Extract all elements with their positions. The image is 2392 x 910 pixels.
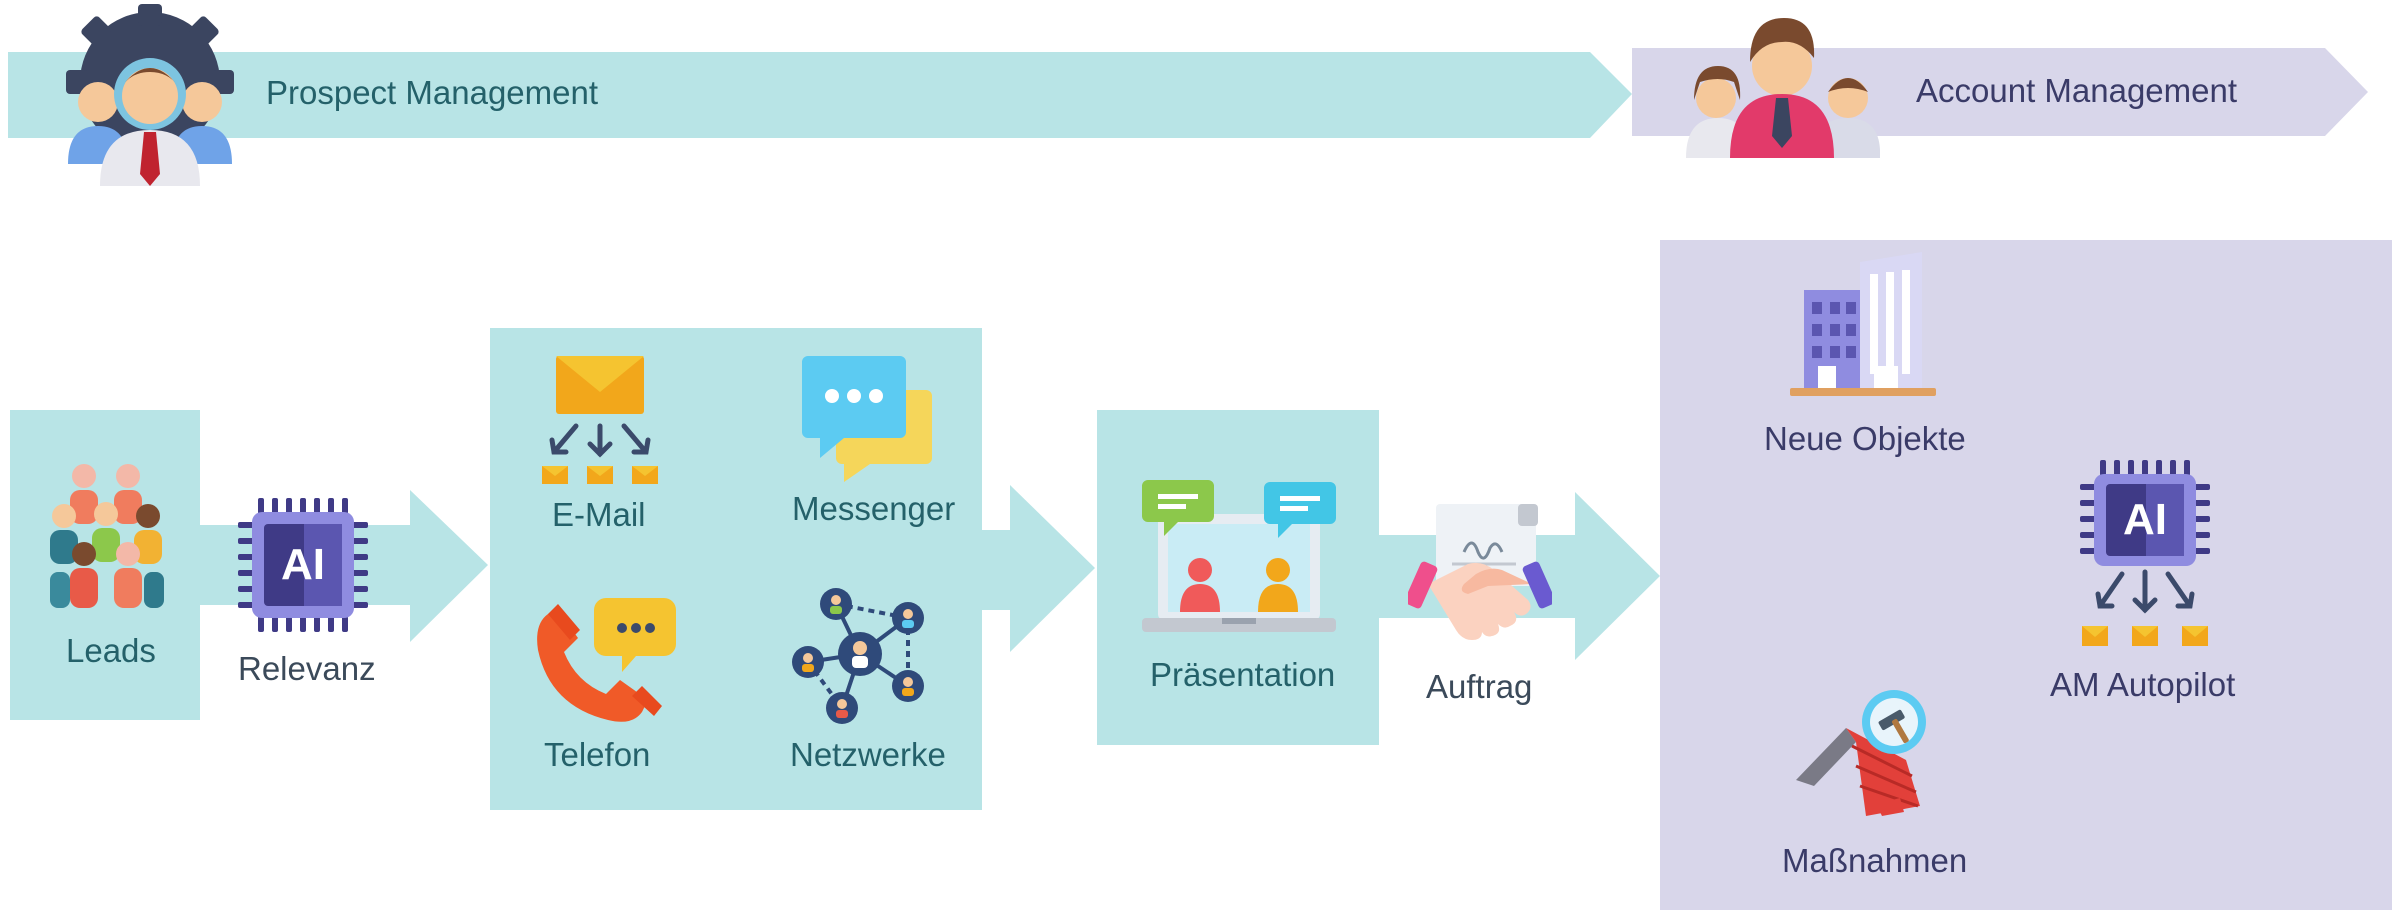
auftrag-handshake-contract-icon xyxy=(1408,504,1552,640)
account-team-icon xyxy=(1686,18,1880,158)
flow-arrow-2 xyxy=(982,485,1095,652)
neue-objekte-building-icon xyxy=(1790,252,1936,396)
massnahmen-label: Maßnahmen xyxy=(1782,842,1968,879)
netzwerke-network-icon xyxy=(792,588,924,724)
telefon-label: Telefon xyxy=(544,736,651,773)
leads-label: Leads xyxy=(66,632,156,669)
prospect-banner-label: Prospect Management xyxy=(266,74,599,111)
account-banner-label: Account Management xyxy=(1916,72,2238,109)
leads-box xyxy=(10,410,200,720)
prospect-banner-arrow xyxy=(8,52,1632,138)
messenger-label: Messenger xyxy=(792,490,956,527)
account-panel xyxy=(1660,240,2392,910)
leads-crowd-icon xyxy=(50,464,164,608)
am-autopilot-ai-chip-text: AI xyxy=(2123,495,2167,544)
auftrag-label: Auftrag xyxy=(1426,668,1533,705)
praesentation-video-call-icon xyxy=(1142,480,1336,632)
am-autopilot-label: AM Autopilot xyxy=(2050,666,2236,703)
relevanz-label: Relevanz xyxy=(238,650,376,687)
neue-objekte-label: Neue Objekte xyxy=(1764,420,1966,457)
email-broadcast-icon xyxy=(542,356,658,484)
telefon-phone-icon xyxy=(537,598,676,722)
email-label: E-Mail xyxy=(552,496,646,533)
manager-gear-icon xyxy=(66,4,234,186)
massnahmen-roof-repair-icon xyxy=(1796,690,1926,816)
praesentation-label: Präsentation xyxy=(1150,656,1336,693)
netzwerke-label: Netzwerke xyxy=(790,736,946,773)
messenger-chat-icon xyxy=(802,356,932,482)
am-autopilot-ai-chip-icon xyxy=(2080,460,2210,646)
relevanz-ai-chip-icon xyxy=(238,498,368,632)
relevanz-ai-chip-text: AI xyxy=(281,540,325,589)
